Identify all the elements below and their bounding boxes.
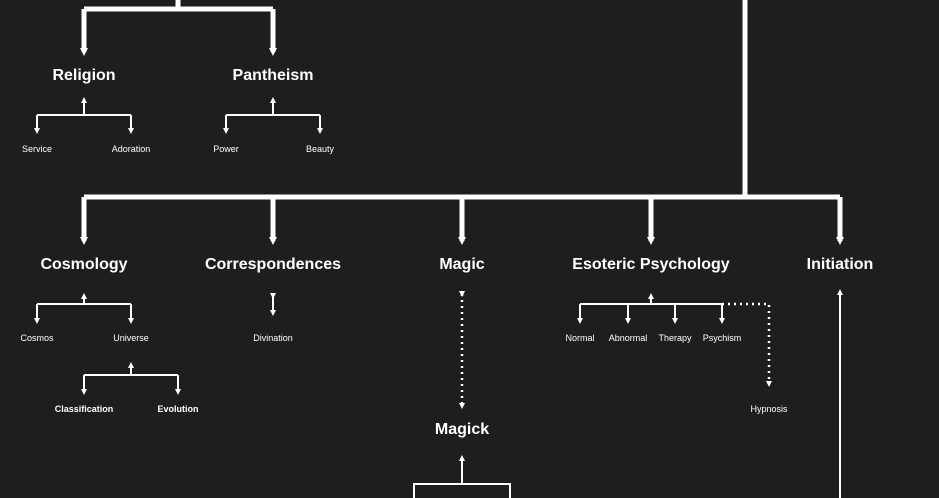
node-power: Power xyxy=(213,144,239,154)
node-evolution: Evolution xyxy=(157,404,199,414)
arrow-to-hypnosis xyxy=(722,302,772,387)
node-abnormal: Abnormal xyxy=(608,333,648,343)
node-cosmos: Cosmos xyxy=(20,333,54,343)
node-cosmology: Cosmology xyxy=(40,256,128,273)
connector-top xyxy=(84,0,273,12)
node-magick: Magick xyxy=(434,421,490,438)
node-divination: Divination xyxy=(253,333,293,343)
node-hypnosis: Hypnosis xyxy=(750,404,788,414)
node-adoration: Adoration xyxy=(111,144,151,154)
connector-magick xyxy=(413,483,511,498)
node-initiation: Initiation xyxy=(806,256,874,273)
node-esoteric-psychology: Esoteric Psychology xyxy=(572,256,730,273)
node-pantheism: Pantheism xyxy=(232,67,314,84)
node-magic: Magic xyxy=(439,256,485,273)
node-therapy: Therapy xyxy=(658,333,692,343)
node-religion: Religion xyxy=(52,67,116,84)
node-psychism: Psychism xyxy=(702,333,742,343)
node-universe: Universe xyxy=(113,333,149,343)
node-beauty: Beauty xyxy=(305,144,335,154)
node-correspondences: Correspondences xyxy=(204,256,342,273)
node-service: Service xyxy=(21,144,53,154)
node-normal: Normal xyxy=(565,333,595,343)
node-classification: Classification xyxy=(54,404,114,414)
